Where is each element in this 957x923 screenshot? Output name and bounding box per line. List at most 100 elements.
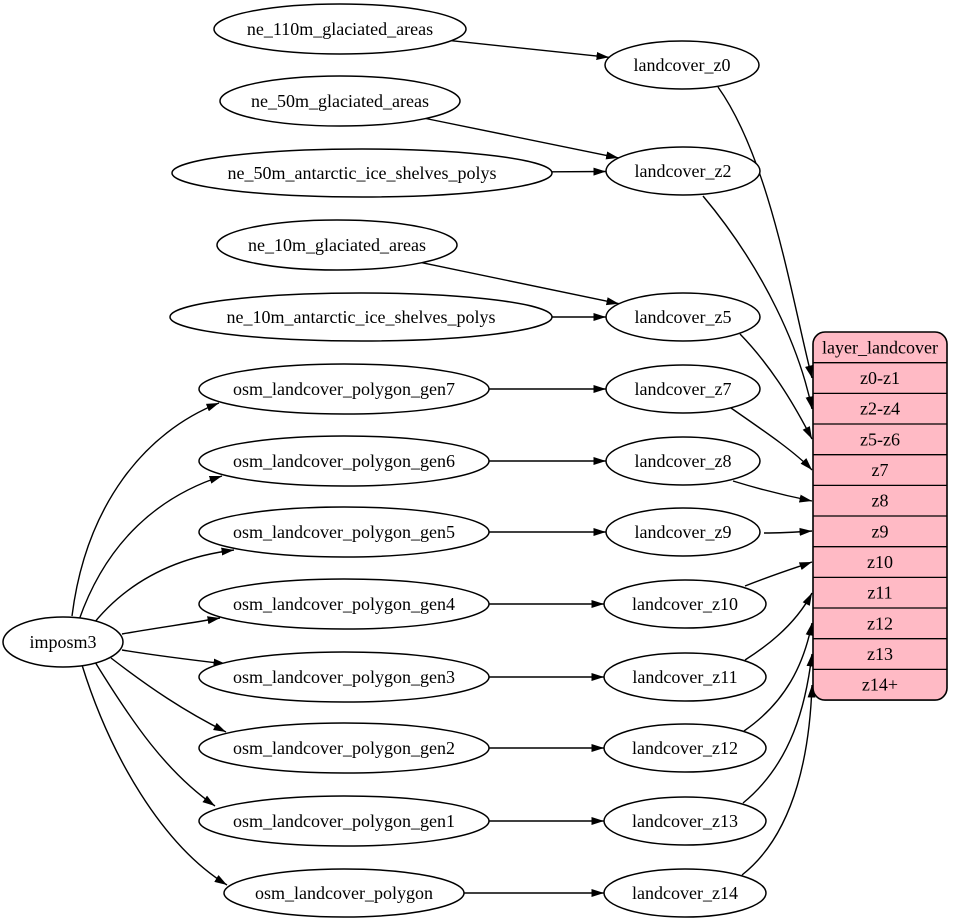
node-label-landcover_z12: landcover_z12	[632, 738, 738, 758]
node-shape-osm_landcover_polygon_gen3	[198, 651, 490, 703]
node-label-landcover_z2: landcover_z2	[635, 161, 732, 181]
node-label-landcover_z10: landcover_z10	[632, 594, 738, 614]
node-label-landcover_z7: landcover_z7	[635, 379, 732, 399]
record-row-z10: z10	[867, 552, 893, 572]
edge-landcover_z14-to-layer_landcover.z14+	[741, 684, 816, 876]
node-imposm3: imposm3	[2, 616, 124, 668]
node-ne_50m_antarctic_ice_shelves_polys: ne_50m_antarctic_ice_shelves_polys	[171, 148, 553, 198]
record-row-z8: z8	[872, 491, 889, 511]
node-shape-landcover_z11	[603, 652, 767, 702]
edge-landcover_z8-to-layer_landcover.z8	[732, 480, 813, 503]
node-shape-osm_landcover_polygon_gen7	[198, 363, 490, 415]
record-row-z5-z6: z5-z6	[860, 429, 900, 449]
node-osm_landcover_polygon_gen2: osm_landcover_polygon_gen2	[198, 722, 490, 774]
node-shape-osm_landcover_polygon_gen4	[198, 578, 490, 630]
node-landcover_z12: landcover_z12	[603, 723, 767, 773]
node-label-osm_landcover_polygon_gen4: osm_landcover_polygon_gen4	[233, 594, 455, 614]
node-label-ne_50m_glaciated_areas: ne_50m_glaciated_areas	[251, 91, 429, 111]
node-osm_landcover_polygon_gen3: osm_landcover_polygon_gen3	[198, 651, 490, 703]
node-landcover_z7: landcover_z7	[605, 364, 761, 414]
node-landcover_z13: landcover_z13	[603, 796, 767, 846]
node-label-landcover_z5: landcover_z5	[635, 307, 732, 327]
node-label-osm_landcover_polygon_gen7: osm_landcover_polygon_gen7	[233, 379, 455, 399]
node-label-osm_landcover_polygon_gen6: osm_landcover_polygon_gen6	[233, 451, 455, 471]
node-shape-landcover_z7	[605, 364, 761, 414]
edge-imposm3-to-osm_landcover_polygon_gen6	[78, 475, 223, 621]
node-shape-ne_50m_glaciated_areas	[219, 75, 461, 127]
node-landcover_z0: landcover_z0	[604, 40, 760, 90]
node-landcover_z11: landcover_z11	[603, 652, 767, 702]
node-label-ne_10m_glaciated_areas: ne_10m_glaciated_areas	[248, 235, 426, 255]
record-table-layer_landcover: layer_landcoverz0-z1z2-z4z5-z6z7z8z9z10z…	[812, 331, 948, 701]
node-ne_10m_glaciated_areas: ne_10m_glaciated_areas	[216, 219, 458, 271]
node-landcover_z2: landcover_z2	[605, 146, 761, 196]
node-shape-landcover_z0	[604, 40, 760, 90]
edge-landcover_z9-to-layer_landcover.z9	[763, 527, 813, 536]
edge-landcover_z13-to-layer_landcover.z13	[742, 653, 815, 804]
node-shape-landcover_z9	[605, 507, 761, 557]
node-label-landcover_z0: landcover_z0	[634, 55, 731, 75]
record-row-z9: z9	[872, 521, 889, 541]
node-shape-landcover_z5	[605, 292, 761, 342]
node-shape-landcover_z8	[605, 436, 761, 486]
node-shape-landcover_z10	[603, 579, 767, 629]
node-osm_landcover_polygon_gen6: osm_landcover_polygon_gen6	[198, 435, 490, 487]
node-shape-osm_landcover_polygon_gen1	[198, 795, 490, 847]
edge-imposm3-to-osm_landcover_polygon_gen2	[110, 657, 227, 733]
record-row-z11: z11	[867, 583, 892, 603]
record-row-z7: z7	[872, 460, 889, 480]
node-shape-ne_10m_glaciated_areas	[216, 219, 458, 271]
edge-ne_10m_glaciated_areas-to-landcover_z5	[421, 262, 620, 306]
edge-landcover_z5-to-layer_landcover.z5-z6	[739, 333, 813, 440]
node-shape-ne_10m_antarctic_ice_shelves_polys	[169, 292, 553, 342]
record-row-z13: z13	[867, 644, 893, 664]
node-landcover_z8: landcover_z8	[605, 436, 761, 486]
record-row-z0-z1: z0-z1	[860, 368, 900, 388]
node-shape-osm_landcover_polygon_gen5	[198, 506, 490, 558]
node-shape-imposm3	[2, 616, 124, 668]
node-label-imposm3: imposm3	[29, 632, 96, 652]
node-label-landcover_z11: landcover_z11	[632, 667, 737, 687]
record-row-z12: z12	[867, 613, 893, 633]
node-osm_landcover_polygon: osm_landcover_polygon	[223, 868, 465, 918]
edge-landcover_z7-to-layer_landcover.z7	[730, 407, 813, 471]
node-landcover_z5: landcover_z5	[605, 292, 761, 342]
node-landcover_z9: landcover_z9	[605, 507, 761, 557]
record-row-z2-z4: z2-z4	[860, 399, 900, 419]
node-ne_50m_glaciated_areas: ne_50m_glaciated_areas	[219, 75, 461, 127]
node-shape-osm_landcover_polygon_gen2	[198, 722, 490, 774]
node-shape-landcover_z13	[603, 796, 767, 846]
node-osm_landcover_polygon_gen5: osm_landcover_polygon_gen5	[198, 506, 490, 558]
node-osm_landcover_polygon_gen7: osm_landcover_polygon_gen7	[198, 363, 490, 415]
nodes: imposm3 ne_110m_glaciated_areas ne_50m_gla…	[2, 3, 767, 918]
node-ne_110m_glaciated_areas: ne_110m_glaciated_areas	[213, 3, 467, 55]
node-label-landcover_z8: landcover_z8	[635, 451, 732, 471]
edge-imposm3-to-osm_landcover_polygon_gen1	[94, 661, 216, 807]
node-landcover_z10: landcover_z10	[603, 579, 767, 629]
node-landcover_z14: landcover_z14	[603, 868, 767, 918]
node-shape-ne_50m_antarctic_ice_shelves_polys	[171, 148, 553, 198]
node-label-landcover_z14: landcover_z14	[632, 883, 738, 903]
edge-imposm3-to-osm_landcover_polygon	[81, 664, 228, 886]
node-shape-osm_landcover_polygon	[223, 868, 465, 918]
node-label-osm_landcover_polygon_gen5: osm_landcover_polygon_gen5	[233, 522, 455, 542]
node-shape-landcover_z12	[603, 723, 767, 773]
edge-imposm3-to-osm_landcover_polygon_gen5	[89, 547, 235, 629]
record-row-z14+: z14+	[862, 675, 898, 695]
edge-landcover_z10-to-layer_landcover.z10	[744, 561, 813, 587]
node-label-ne_110m_glaciated_areas: ne_110m_glaciated_areas	[247, 19, 433, 39]
node-osm_landcover_polygon_gen1: osm_landcover_polygon_gen1	[198, 795, 490, 847]
edge-landcover_z11-to-layer_landcover.z11	[744, 592, 813, 661]
edge-ne_110m_glaciated_areas-to-landcover_z0	[451, 40, 610, 60]
node-osm_landcover_polygon_gen4: osm_landcover_polygon_gen4	[198, 578, 490, 630]
node-ne_10m_antarctic_ice_shelves_polys: ne_10m_antarctic_ice_shelves_polys	[169, 292, 553, 342]
edge-landcover_z12-to-layer_landcover.z12	[743, 622, 814, 732]
edge-landcover_z0-to-layer_landcover.z0-z1	[717, 86, 813, 379]
edges	[71, 40, 816, 897]
node-label-osm_landcover_polygon_gen1: osm_landcover_polygon_gen1	[233, 811, 455, 831]
node-shape-landcover_z2	[605, 146, 761, 196]
node-label-osm_landcover_polygon_gen3: osm_landcover_polygon_gen3	[233, 667, 455, 687]
node-label-osm_landcover_polygon: osm_landcover_polygon	[255, 883, 433, 903]
edge-landcover_z2-to-layer_landcover.z2-z4	[702, 195, 814, 410]
